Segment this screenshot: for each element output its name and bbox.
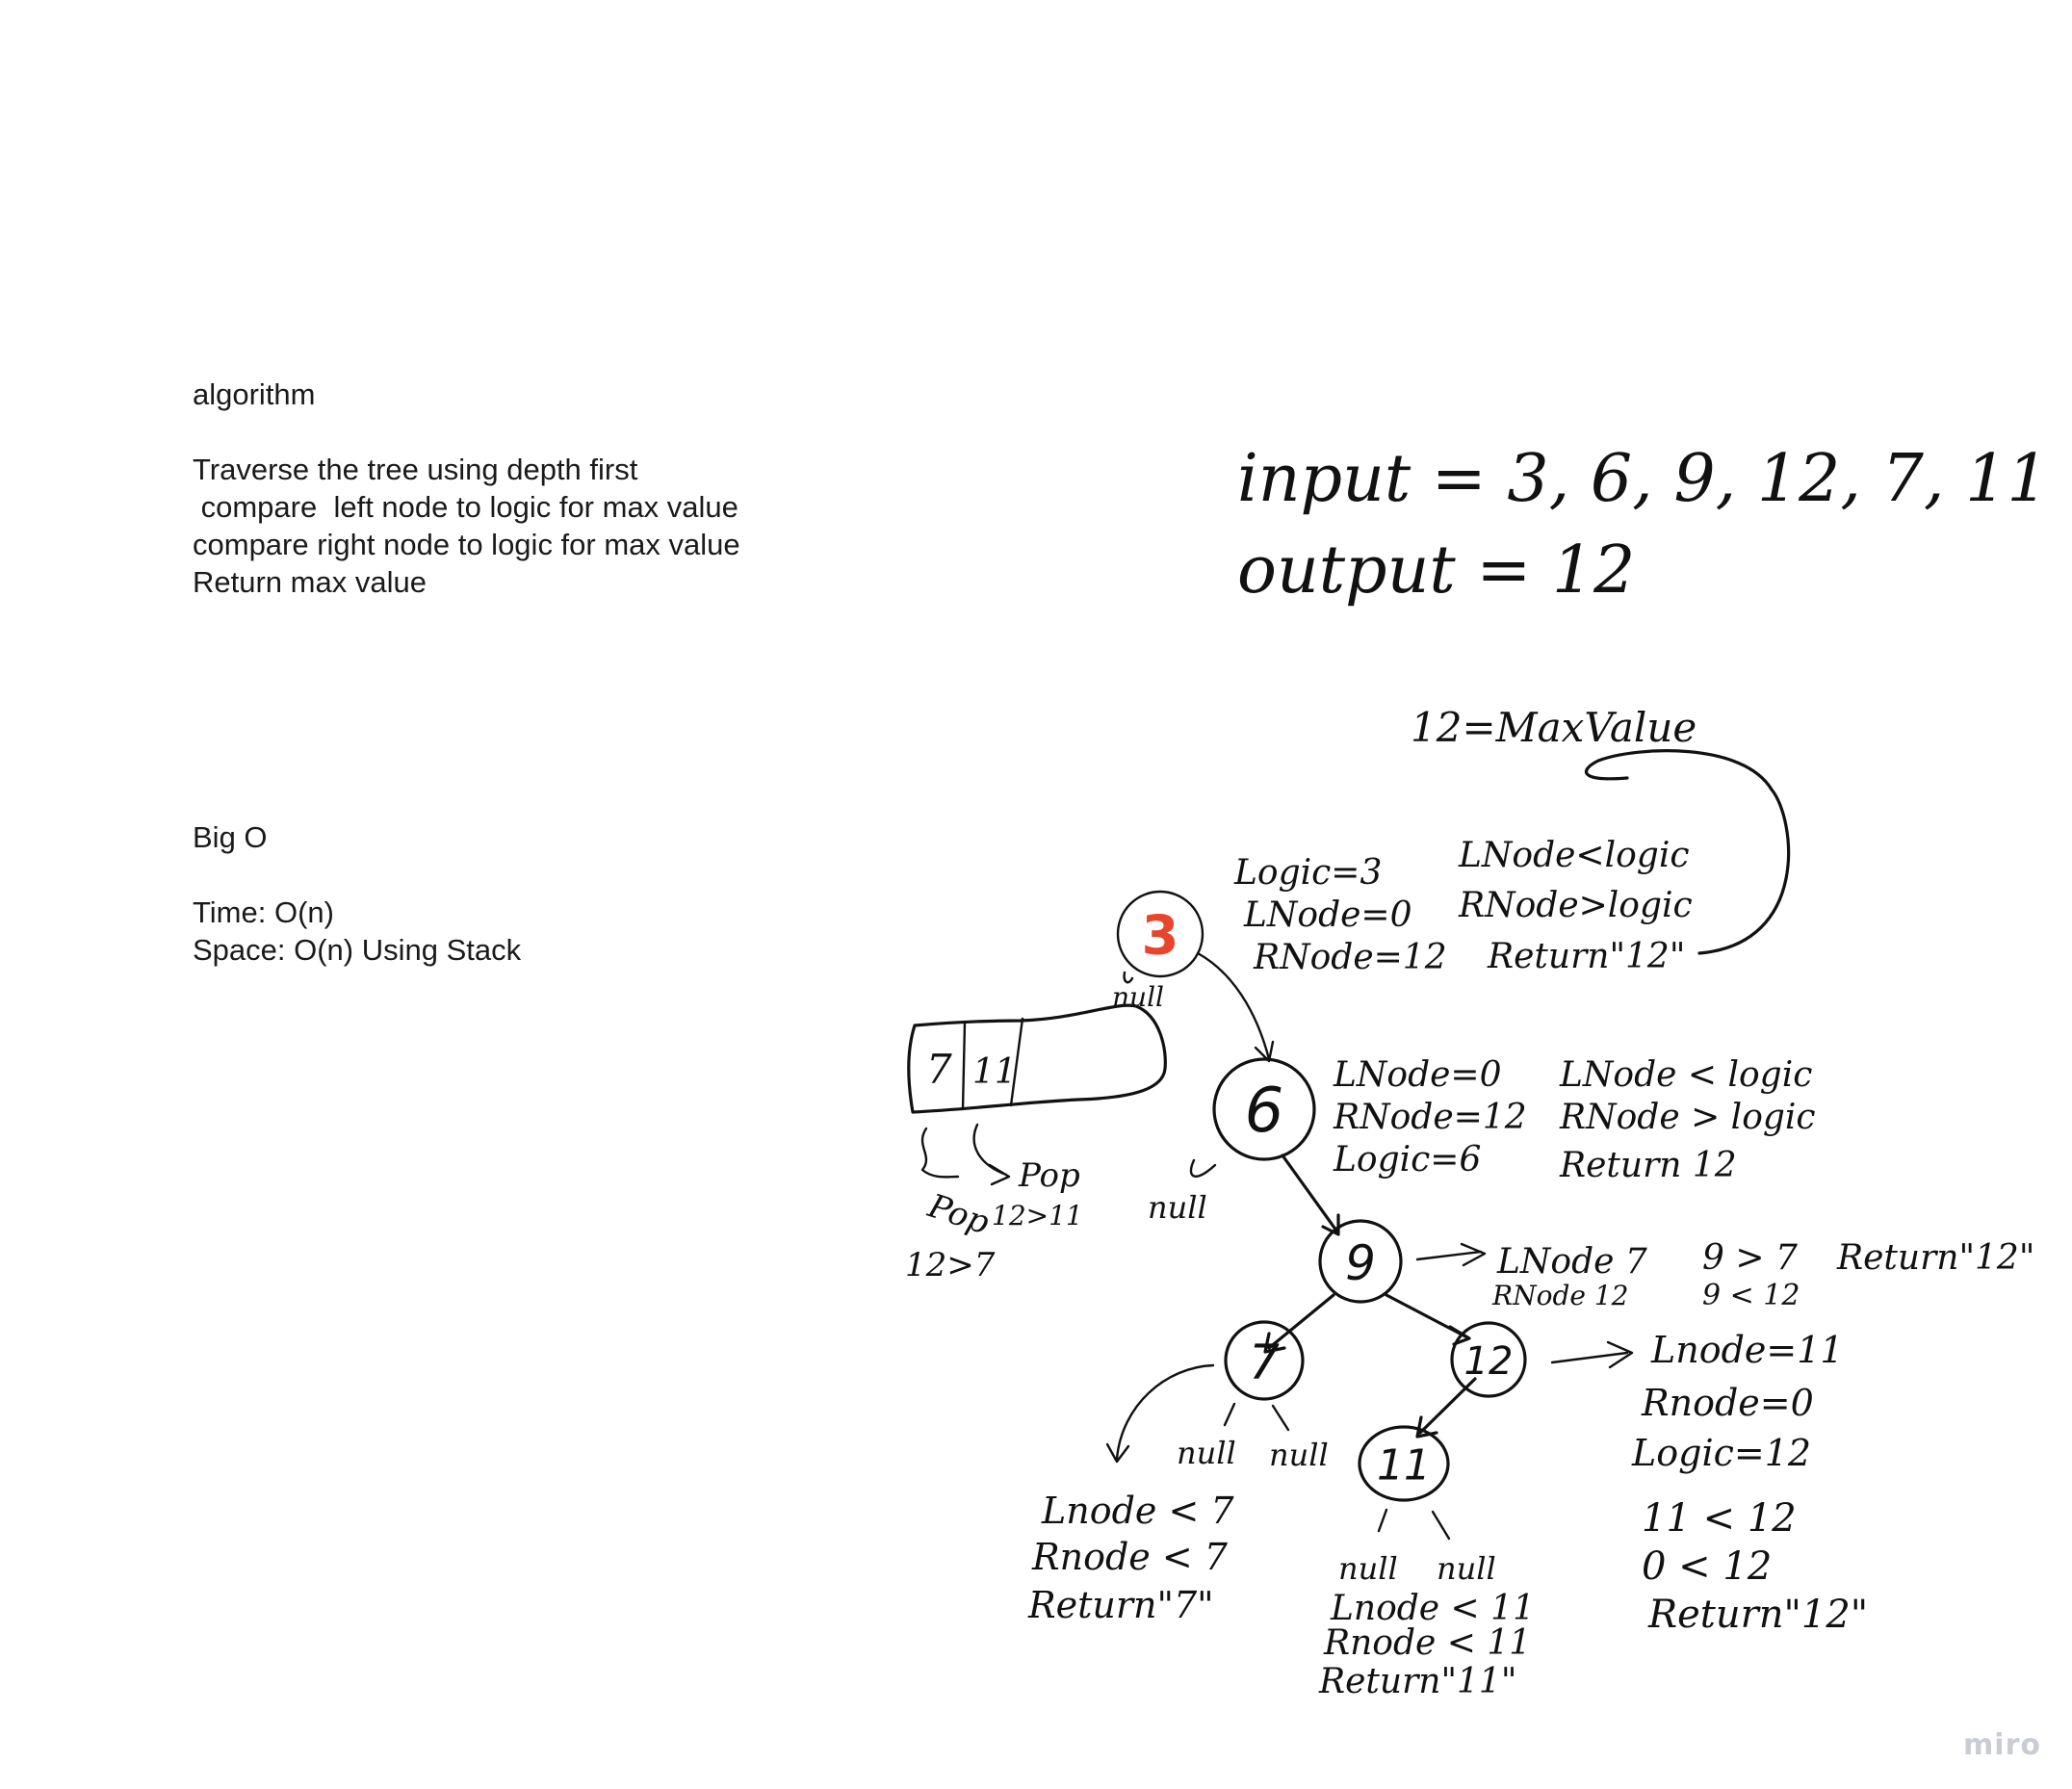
input-note: input = 3, 6, 9, 12, 7, 11: [1237, 441, 2049, 517]
node-11-notes-line-1: Lnode < 11: [1330, 1589, 1535, 1628]
node-12-compare-line-2: 0 < 12: [1642, 1544, 1772, 1589]
node-9-compare-line-2: 9 < 12: [1702, 1279, 1800, 1312]
algorithm-block: algorithm Traverse the tree using depth …: [193, 376, 740, 601]
algorithm-line-3: compare right node to logic for max valu…: [193, 528, 740, 561]
stack-compare-2: 12>7: [905, 1246, 996, 1284]
edge-3-to-6-arrowhead: [1254, 1040, 1275, 1063]
edge-9-to-12-arrowhead: [1448, 1325, 1471, 1346]
node-12-state-line-2: Rnode=0: [1641, 1382, 1814, 1424]
edge-12-to-11: [1418, 1377, 1477, 1435]
node-9-compare-line-1: 9 > 7: [1702, 1238, 1798, 1278]
tree-node-6: [1212, 1057, 1316, 1161]
max-value-note: 12=MaxValue: [1411, 704, 1696, 751]
output-note: output = 12: [1237, 532, 1635, 609]
null-root-left-tick: [1123, 971, 1134, 984]
stack-divider-1: [961, 1021, 967, 1111]
node-7-notes-line-1: Lnode < 7: [1041, 1490, 1234, 1532]
node-7-notes: Lnode < 7 Rnode < 7 Return"7": [1027, 1490, 1246, 1626]
node-7-notes-line-3: Return"7": [1027, 1584, 1214, 1626]
node-6-compare-line-1: LNode < logic: [1559, 1055, 1812, 1095]
big-o-time: Time: O(n): [193, 895, 334, 929]
stack-divider-2: [1009, 1017, 1024, 1107]
stack-outline: [907, 1003, 1167, 1114]
null-7-left-tick: [1223, 1402, 1236, 1427]
null-7-right: null: [1269, 1437, 1329, 1473]
node-6-state-note: LNode=0 RNode=12 Logic=6: [1333, 1055, 1538, 1180]
null-11-left-tick: [1377, 1508, 1388, 1533]
node-6-state-line-1: LNode=0: [1333, 1055, 1502, 1095]
stack-pop-arrow-2: [972, 1123, 1011, 1186]
node-12-compare-line-1: 11 < 12: [1642, 1496, 1797, 1541]
node-9-state-line-2: RNode 12: [1491, 1280, 1628, 1311]
stack-pop-1: Pop: [922, 1186, 994, 1242]
tree-node-12-label: 12: [1464, 1339, 1514, 1384]
stack-cell-7: 7: [926, 1046, 952, 1093]
node-7-notes-line-2: Rnode < 7: [1031, 1536, 1229, 1578]
tree-node-7: [1224, 1320, 1305, 1401]
tree-node-11-label: 11: [1377, 1441, 1431, 1491]
node-9-arrow: [1415, 1242, 1487, 1267]
stack-pop-2: Pop: [1018, 1156, 1080, 1195]
stack-compare-1: 12>11: [992, 1200, 1083, 1232]
big-o-space: Space: O(n) Using Stack: [193, 933, 522, 967]
node-11-notes-line-3: Return"11": [1318, 1662, 1516, 1701]
node-11-notes: Lnode < 11 Rnode < 11 Return"11": [1318, 1589, 1545, 1701]
node-12-state-line-1: Lnode=11: [1650, 1329, 1844, 1371]
tree-node-3-label: 3: [1142, 905, 1179, 968]
tree-node-7-label: 7: [1249, 1335, 1280, 1390]
node-9-state-line-1: LNode 7: [1496, 1242, 1647, 1282]
root-compare-line-1: LNode<logic: [1458, 836, 1690, 875]
big-o-heading: Big O: [193, 820, 268, 854]
tree-node-9-label: 9: [1345, 1235, 1376, 1291]
null-7-right-tick: [1271, 1404, 1290, 1432]
root-compare-line-2: RNode>logic: [1458, 886, 1693, 925]
stack-cell-11: 11: [972, 1052, 1017, 1092]
null-6-left-tick: [1189, 1158, 1217, 1178]
edge-3-to-6: [1196, 951, 1271, 1061]
node-12-compare-line-3: Return"12": [1647, 1593, 1868, 1637]
root-compare-line-3: Return"12": [1487, 937, 1685, 976]
node-12-state-line-3: Logic=12: [1631, 1432, 1811, 1474]
root-state-line-1: Logic=3: [1233, 853, 1382, 893]
big-o-block: Big O Time: O(n) Space: O(n) Using Stack: [193, 818, 521, 969]
tree-node-3: [1116, 890, 1204, 978]
edge-9-to-7: [1267, 1293, 1335, 1350]
root-compare-note: LNode<logic RNode>logic Return"12": [1458, 836, 1703, 976]
max-value-loop-arrow: [1584, 749, 1791, 955]
tree-node-12: [1450, 1321, 1527, 1398]
tree-node-11: [1358, 1425, 1450, 1502]
stack-pop-arrow-1: [920, 1127, 960, 1179]
root-state-line-3: RNode=12: [1253, 938, 1447, 977]
null-11-left: null: [1338, 1550, 1398, 1587]
node-6-state-line-3: Logic=6: [1333, 1140, 1481, 1180]
node-11-notes-line-2: Rnode < 11: [1323, 1623, 1531, 1663]
edge-9-to-7-arrowhead: [1263, 1332, 1286, 1354]
algorithm-line-1: Traverse the tree using depth first: [193, 453, 638, 486]
node-6-state-line-2: RNode=12: [1333, 1098, 1527, 1137]
algorithm-line-2: compare left node to logic for max value: [193, 490, 738, 524]
algorithm-heading: algorithm: [193, 377, 316, 411]
node-9-return: Return"12": [1836, 1238, 2034, 1278]
algorithm-line-4: Return max value: [193, 565, 427, 599]
edge-6-to-9: [1281, 1154, 1338, 1232]
edge-6-to-9-arrowhead: [1321, 1213, 1340, 1236]
node-6-compare-note: LNode < logic RNode > logic Return 12: [1559, 1055, 1826, 1185]
miro-logo: miro: [1963, 1728, 2041, 1762]
node-6-compare-line-2: RNode > logic: [1559, 1098, 1816, 1137]
null-11-right: null: [1437, 1550, 1496, 1587]
node-6-compare-line-3: Return 12: [1559, 1146, 1737, 1185]
node-7-curve-arrow: [1105, 1363, 1215, 1464]
tree-node-9: [1318, 1219, 1403, 1304]
null-7-left: null: [1177, 1435, 1236, 1471]
node-12-arrow: [1550, 1340, 1634, 1369]
root-state-line-2: LNode=0: [1243, 895, 1412, 935]
null-6-left: null: [1148, 1189, 1207, 1226]
node-12-state-note: Lnode=11 Rnode=0 Logic=12: [1631, 1329, 1855, 1474]
null-11-right-tick: [1431, 1510, 1451, 1541]
node-12-compare-note: 11 < 12 0 < 12 Return"12": [1642, 1496, 1868, 1637]
tree-node-6-label: 6: [1245, 1076, 1284, 1147]
root-state-note: Logic=3 LNode=0 RNode=12: [1233, 853, 1447, 977]
